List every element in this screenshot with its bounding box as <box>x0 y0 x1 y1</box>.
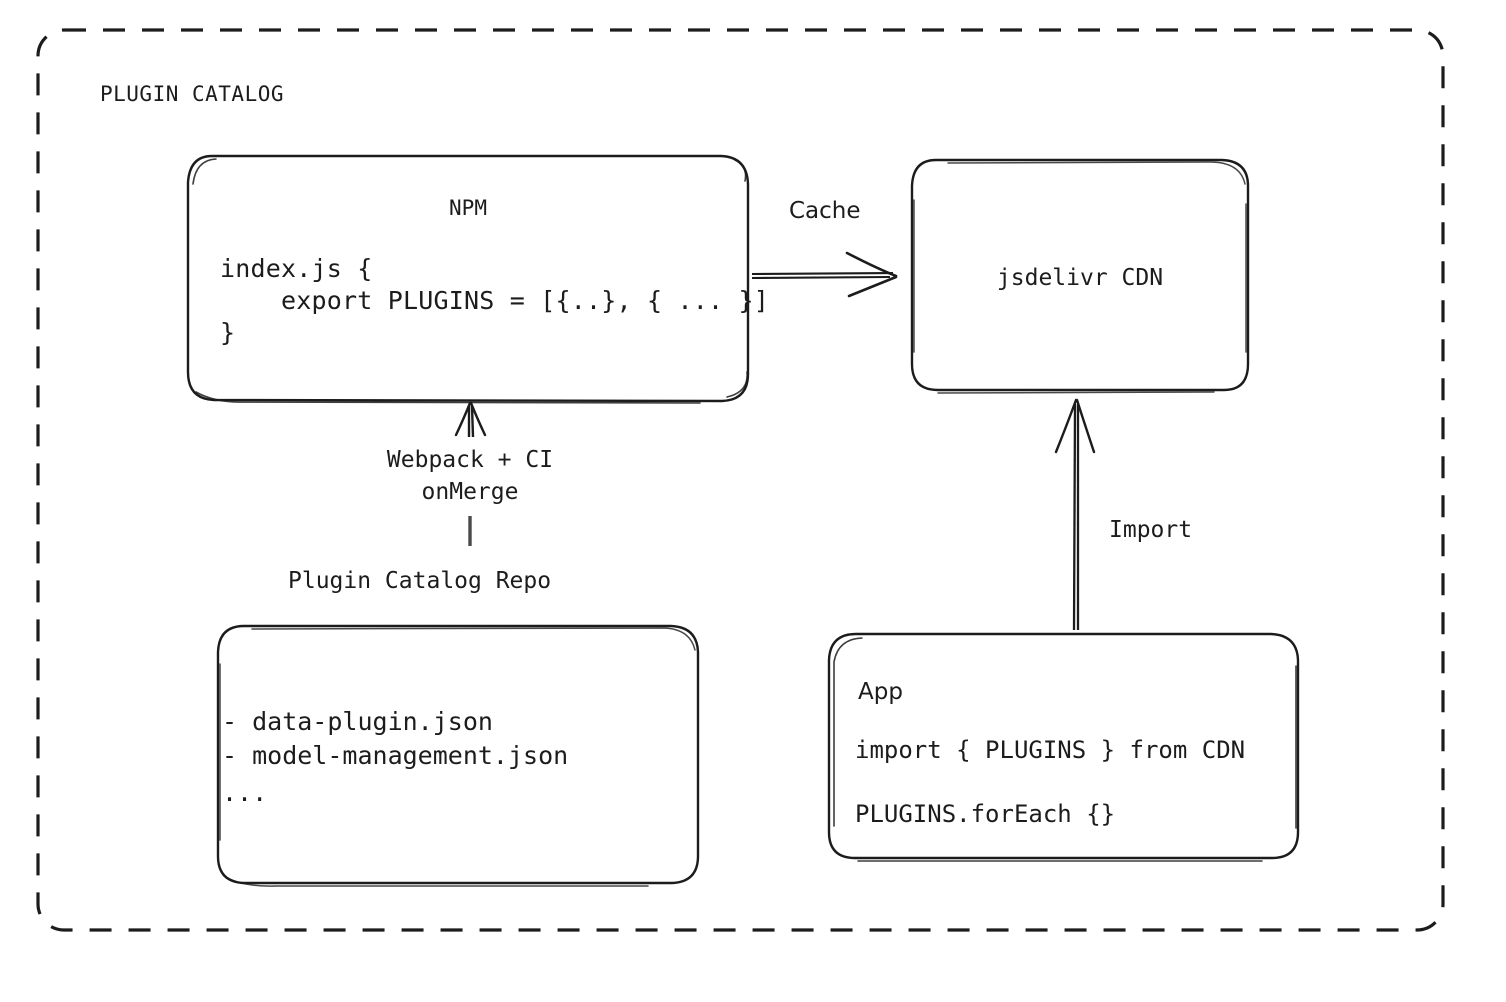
app-node-title: App <box>858 679 903 705</box>
cache-arrow <box>751 251 898 298</box>
webpack-edge-label-line-1: Webpack + CI <box>386 447 554 473</box>
repo-list-item: ... <box>222 778 268 807</box>
page-title: PLUGIN CATALOG <box>100 82 285 106</box>
webpack-edge-label-line-2: onMerge <box>421 479 519 505</box>
repo-node-caption: Plugin Catalog Repo <box>288 568 552 594</box>
cache-edge-label: Cache <box>789 198 861 224</box>
repo-list-item: - model-management.json <box>222 741 569 770</box>
import-edge-label: Import <box>1109 517 1193 543</box>
npm-node-title: NPM <box>449 196 487 220</box>
npm-code-line: index.js { <box>220 254 373 283</box>
app-code-line: PLUGINS.forEach {} <box>855 800 1116 828</box>
npm-code-line: } <box>220 318 236 347</box>
npm-code-line: export PLUGINS = [{..}, { ... }] <box>220 286 770 315</box>
import-arrow <box>1054 398 1096 631</box>
webpack-arrow <box>454 401 487 546</box>
app-code-line: import { PLUGINS } from CDN <box>855 736 1246 764</box>
repo-list-item: - data-plugin.json <box>222 707 493 736</box>
cdn-node-title: jsdelivr CDN <box>996 265 1164 291</box>
